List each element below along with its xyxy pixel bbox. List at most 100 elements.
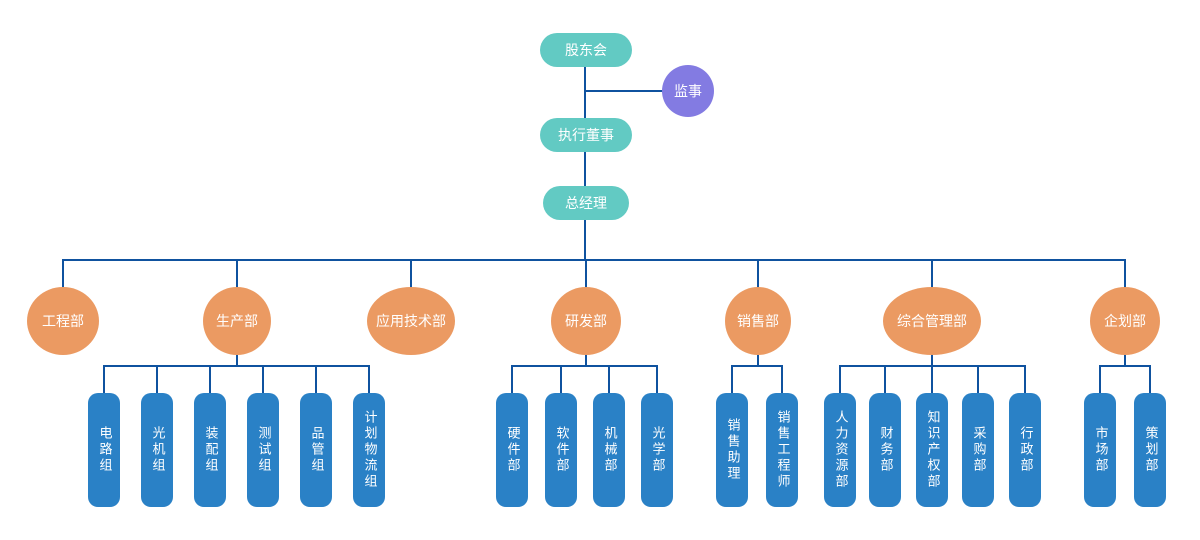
node-unit-rnd-2-label: 机械部 <box>601 426 617 474</box>
connector-department-bus <box>62 259 1126 261</box>
node-unit-planning-1[interactable]: 策划部 <box>1134 393 1166 507</box>
node-unit-planning-0-label: 市场部 <box>1092 426 1108 474</box>
node-dept-applied-technology[interactable]: 应用技术部 <box>367 287 455 355</box>
node-unit-planning-0[interactable]: 市场部 <box>1084 393 1116 507</box>
connector-stub-engineering <box>62 259 64 289</box>
node-dept-sales-label: 销售部 <box>737 314 779 330</box>
connector-planning-child-stub <box>1149 365 1151 393</box>
connector-planning-downstub <box>1124 353 1126 365</box>
connector-rnd-child-stub <box>560 365 562 393</box>
connector-rnd-downstub <box>585 353 587 365</box>
node-unit-production-5[interactable]: 计划物流组 <box>353 393 385 507</box>
node-unit-rnd-1-label: 软件部 <box>553 426 569 474</box>
connector-sales-bus <box>731 365 783 367</box>
node-unit-sales-1[interactable]: 销售工程师 <box>766 393 798 507</box>
node-unit-general-management-2[interactable]: 知识产权部 <box>916 393 948 507</box>
connector-production-downstub <box>236 353 238 365</box>
connector-planning-bus <box>1099 365 1151 367</box>
node-unit-rnd-3[interactable]: 光学部 <box>641 393 673 507</box>
connector-general-management-child-stub <box>1024 365 1026 393</box>
connector-production-child-stub <box>368 365 370 393</box>
node-unit-general-management-1[interactable]: 财务部 <box>869 393 901 507</box>
node-unit-production-1[interactable]: 光机组 <box>141 393 173 507</box>
connector-production-child-stub <box>209 365 211 393</box>
connector-manager-bus <box>584 220 586 259</box>
node-unit-general-management-0[interactable]: 人力资源部 <box>824 393 856 507</box>
node-executive-director[interactable]: 执行董事 <box>540 118 632 152</box>
node-unit-rnd-1[interactable]: 软件部 <box>545 393 577 507</box>
connector-stub-sales <box>757 259 759 289</box>
node-unit-sales-0-label: 销售助理 <box>724 418 740 482</box>
node-dept-planning-label: 企划部 <box>1104 314 1146 330</box>
node-dept-general-management[interactable]: 综合管理部 <box>883 287 981 355</box>
node-unit-rnd-2[interactable]: 机械部 <box>593 393 625 507</box>
node-dept-general-management-label: 综合管理部 <box>897 314 967 330</box>
connector-sales-downstub <box>757 353 759 365</box>
node-supervisor[interactable]: 监事 <box>662 65 714 117</box>
connector-stub-applied-technology <box>410 259 412 289</box>
node-executive-director-label: 执行董事 <box>558 128 614 144</box>
connector-rnd-child-stub <box>608 365 610 393</box>
connector-stub-planning <box>1124 259 1126 289</box>
node-unit-production-5-label: 计划物流组 <box>361 410 377 490</box>
connector-general-management-child-stub <box>931 365 933 393</box>
connector-production-child-stub <box>103 365 105 393</box>
node-unit-production-4[interactable]: 品管组 <box>300 393 332 507</box>
node-unit-rnd-0-label: 硬件部 <box>504 426 520 474</box>
node-unit-production-0-label: 电路组 <box>96 426 112 474</box>
node-shareholders[interactable]: 股东会 <box>540 33 632 67</box>
connector-shareholders-executive <box>584 67 586 118</box>
node-unit-general-management-4-label: 行政部 <box>1017 426 1033 474</box>
node-unit-production-3[interactable]: 测试组 <box>247 393 279 507</box>
node-dept-engineering[interactable]: 工程部 <box>27 287 99 355</box>
connector-stub-production <box>236 259 238 289</box>
node-unit-production-0[interactable]: 电路组 <box>88 393 120 507</box>
node-unit-production-3-label: 测试组 <box>255 426 271 474</box>
node-unit-production-2[interactable]: 装配组 <box>194 393 226 507</box>
connector-production-child-stub <box>156 365 158 393</box>
connector-production-child-stub <box>315 365 317 393</box>
node-unit-production-2-label: 装配组 <box>202 426 218 474</box>
connector-stub-general-management <box>931 259 933 289</box>
node-unit-general-management-4[interactable]: 行政部 <box>1009 393 1041 507</box>
connector-rnd-bus <box>511 365 658 367</box>
node-general-manager[interactable]: 总经理 <box>543 186 629 220</box>
node-supervisor-label: 监事 <box>674 84 702 100</box>
node-unit-rnd-0[interactable]: 硬件部 <box>496 393 528 507</box>
node-unit-production-1-label: 光机组 <box>149 426 165 474</box>
connector-general-management-child-stub <box>884 365 886 393</box>
node-unit-rnd-3-label: 光学部 <box>649 426 665 474</box>
node-dept-applied-technology-label: 应用技术部 <box>376 314 446 330</box>
node-unit-planning-1-label: 策划部 <box>1142 426 1158 474</box>
connector-sales-child-stub <box>731 365 733 393</box>
connector-general-management-child-stub <box>839 365 841 393</box>
connector-sales-child-stub <box>781 365 783 393</box>
node-unit-general-management-3[interactable]: 采购部 <box>962 393 994 507</box>
node-unit-sales-1-label: 销售工程师 <box>774 410 790 490</box>
node-unit-general-management-0-label: 人力资源部 <box>832 410 848 490</box>
node-dept-planning[interactable]: 企划部 <box>1090 287 1160 355</box>
connector-rnd-child-stub <box>511 365 513 393</box>
node-unit-general-management-1-label: 财务部 <box>877 426 893 474</box>
node-dept-rnd[interactable]: 研发部 <box>551 287 621 355</box>
connector-production-child-stub <box>262 365 264 393</box>
node-dept-rnd-label: 研发部 <box>565 314 607 330</box>
node-dept-sales[interactable]: 销售部 <box>725 287 791 355</box>
connector-general-management-child-stub <box>977 365 979 393</box>
connector-production-bus <box>103 365 370 367</box>
connector-executive-manager <box>584 152 586 186</box>
node-unit-production-4-label: 品管组 <box>308 426 324 474</box>
node-shareholders-label: 股东会 <box>565 43 607 59</box>
node-dept-production[interactable]: 生产部 <box>203 287 271 355</box>
connector-stub-rnd <box>585 259 587 289</box>
connector-rnd-child-stub <box>656 365 658 393</box>
node-unit-general-management-2-label: 知识产权部 <box>924 410 940 490</box>
connector-general-management-downstub <box>931 353 933 365</box>
connector-supervisor-branch <box>584 90 664 92</box>
node-dept-production-label: 生产部 <box>216 314 258 330</box>
node-unit-sales-0[interactable]: 销售助理 <box>716 393 748 507</box>
node-unit-general-management-3-label: 采购部 <box>970 426 986 474</box>
node-general-manager-label: 总经理 <box>565 196 607 212</box>
connector-planning-child-stub <box>1099 365 1101 393</box>
